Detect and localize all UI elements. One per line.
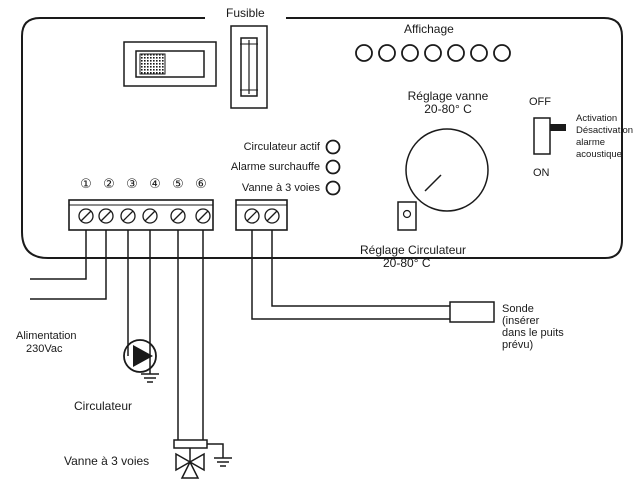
display-led [355,44,373,62]
wire-sensor-2 [271,230,450,307]
circulator-potentiometer-knob [402,209,412,219]
terminal-number-5: ⑤ [172,176,184,191]
terminal-screw-3 [120,208,136,224]
display-led [378,44,396,62]
terminal-number-1: ① [80,176,92,191]
terminal-screw-2 [98,208,114,224]
led-vanne-3-voies [325,180,341,196]
terminal-number-6: ⑥ [195,176,207,191]
three-way-valve-label: Vanne à 3 voies [64,454,150,468]
terminal-block-sensor [235,199,288,231]
display-led [470,44,488,62]
wires [30,230,450,440]
terminal-screw-1 [78,208,94,224]
terminal-screw-6 [195,208,211,224]
sensor-screws [244,208,280,224]
wire-power-1 [30,230,87,280]
led-circulateur-actif [325,139,341,155]
display-led-row [355,44,511,62]
wire-power-2 [30,230,107,300]
pump-arrow [133,345,153,367]
alarm-acoustic-label: acoustique [576,149,622,160]
led-vanne-3-voies-label: Vanne à 3 voies [241,182,320,194]
valve-ground-icon [214,457,232,467]
terminal-number-2: ② [103,176,115,191]
sensor-probe [449,301,495,323]
probe-label: Sonde [502,303,534,315]
display-window-shaded [139,53,166,75]
display-label: Affichage [404,22,454,36]
switch-off-label: OFF [529,96,551,108]
terminal-screw-slot [144,210,156,222]
display-led [424,44,442,62]
valve-actuator [173,439,208,449]
fuse-holder [230,25,268,109]
circulator-potentiometer [397,201,417,231]
alarm-label: alarme [576,137,606,148]
alarm-switch-lever [550,124,566,131]
probe-note: (insérer dans le puits prévu) [502,315,564,351]
fuse-body [240,37,258,97]
display-led [401,44,419,62]
terminal-screw-4 [142,208,158,224]
alarm-switch-body [533,117,551,155]
terminal-screw-slot [197,210,209,222]
terminal-screw-slot [100,210,112,222]
switch-on-label: ON [533,167,550,179]
terminal-number-3: ③ [126,176,138,191]
terminal-screw-slot [172,210,184,222]
circulator-adjust-range: 20-80° C [383,256,431,270]
terminal-screws [78,208,211,224]
valve-dial [405,128,489,212]
led-circulateur-actif-label: Circulateur actif [243,141,320,153]
led-alarme-surchauffe-label: Alarme surchauffe [230,161,320,173]
display-led [447,44,465,62]
alarm-deactivation-label: Désactivation [576,125,634,136]
pump-ground-icon [141,373,159,383]
circulator-label: Circulateur [74,399,133,413]
power-supply-label: Alimentation [16,330,77,342]
terminal-block-main [68,199,214,231]
valve-dial-needle [424,174,442,192]
fuse-label: Fusible [226,6,265,20]
valve-body [175,452,205,479]
power-supply-voltage: 230Vac [26,343,63,355]
display-window [123,41,217,87]
valve-adjust-range: 20-80° C [424,102,472,116]
display-window-inner [135,50,205,78]
controller-box [21,17,623,259]
terminal-screw-slot [122,210,134,222]
terminal-screw-5 [170,208,186,224]
valve-ground-wire [207,443,224,458]
wire-sensor-1 [251,230,450,320]
pump-symbol [123,339,157,373]
terminal-number-4: ④ [149,176,161,191]
alarm-activation-label: Activation [576,113,618,124]
valve-adjust-label: Réglage vanne [407,89,489,103]
led-alarme-surchauffe [325,159,341,175]
circulator-adjust-label: Réglage Circulateur [360,243,467,257]
display-led [493,44,511,62]
terminal-screw-slot [80,210,92,222]
